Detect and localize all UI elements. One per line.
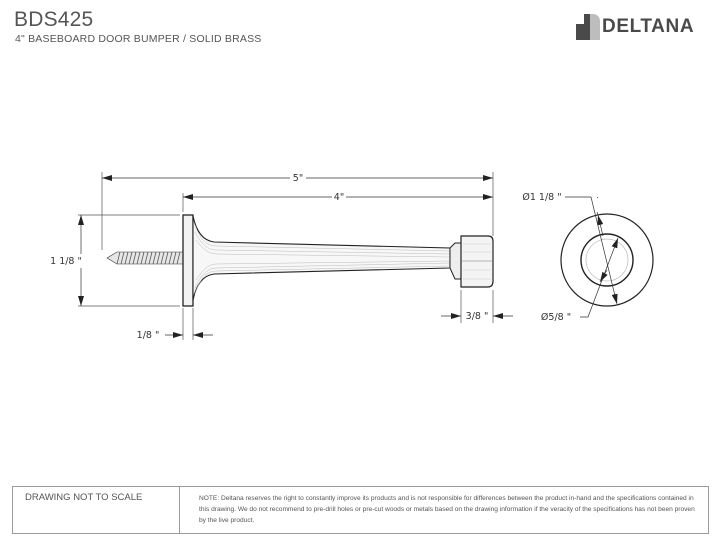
deltana-logo-icon [576,14,600,40]
product-description: 4" BASEBOARD DOOR BUMPER / SOLID BRASS [15,33,262,45]
bumper-body [182,214,494,307]
logo-text: DELTANA [602,16,695,37]
screw [106,251,184,265]
product-code: BDS425 [14,8,94,31]
dim-flange-thickness: 1/8 " [137,330,160,341]
deltana-logo: DELTANA [576,14,706,40]
dim-body-length: 4" [334,192,344,203]
scale-note: DRAWING NOT TO SCALE [13,487,180,533]
technical-drawing: 5" 4" 1 1/8 " 1/8 " 3/8 " Ø1 1/8 " Ø5/8 … [50,172,654,341]
dim-flange-diameter: 1 1/8 " [50,256,82,267]
dim-inner-diameter: Ø5/8 " [541,312,571,323]
end-view [560,196,654,318]
dimension-lines [78,175,513,338]
title-block: DRAWING NOT TO SCALE NOTE: Deltana reser… [12,486,709,534]
extension-lines [78,172,494,340]
dim-overall-length: 5" [293,173,303,184]
dim-outer-diameter: Ø1 1/8 " [522,192,561,203]
disclaimer-note: NOTE: Deltana reserves the right to cons… [199,495,695,525]
dim-tip-length: 3/8 " [466,311,489,322]
